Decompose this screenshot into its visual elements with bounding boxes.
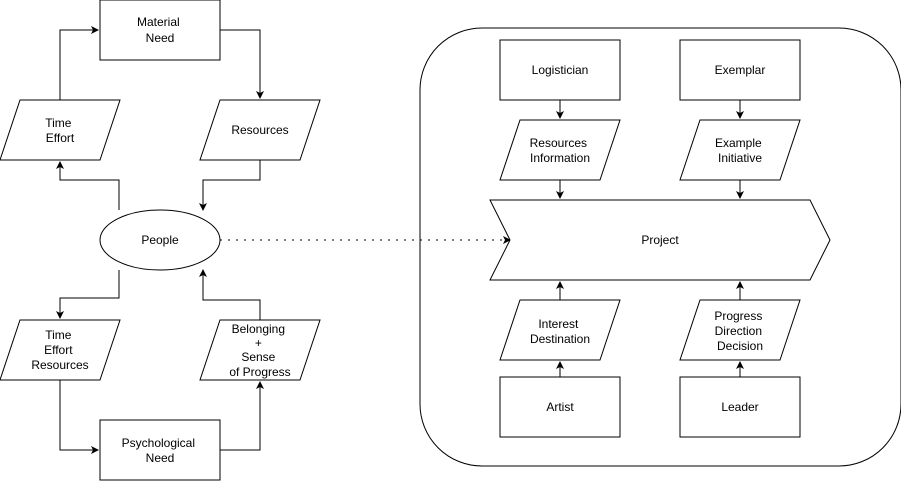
project-label: Project (641, 233, 679, 247)
edge-material-need-to-resources (220, 29, 264, 99)
time-effort-resources-line-3: Resources (31, 358, 88, 372)
psychological-need-line-2: Need (146, 451, 175, 465)
belonging-line-3: Sense (241, 350, 275, 364)
resources-information-line-1: Resources (530, 136, 587, 150)
leader-label: Leader (721, 400, 758, 414)
resources-information-node[interactable]: Resources Information (499, 119, 621, 181)
progress-direction-decision-line-3: Decision (717, 339, 763, 353)
belonging-line-1: Belonging (232, 322, 285, 336)
svg-text:Example Initiative: Example Initiative (715, 136, 765, 165)
example-initiative-line-1: Example (715, 136, 762, 150)
svg-text:Progress Direction: Progress Direction Decision (714, 309, 765, 353)
example-initiative-node[interactable]: Example Initiative (679, 119, 801, 181)
svg-text:Resources: Resources (231, 123, 288, 137)
leader-node[interactable]: Leader (679, 376, 801, 438)
psychological-need-line-1: Psychological (122, 436, 195, 450)
material-need-node[interactable]: Material Need (99, 0, 221, 61)
svg-text:Belonging + Sense: Belonging + Sense of Progress (229, 322, 290, 379)
artist-label: Artist (546, 400, 574, 414)
belonging-line-4: of Progress (229, 365, 290, 379)
exemplar-label: Exemplar (715, 63, 766, 77)
svg-text:Material Need: Material Need (137, 15, 183, 45)
psychological-need-node[interactable]: Psychological Need (99, 419, 221, 481)
svg-text:Time Effort Resour: Time Effort Resources (31, 328, 88, 372)
people-label: People (141, 233, 179, 247)
progress-direction-decision-node[interactable]: Progress Direction Decision (679, 299, 801, 361)
belonging-line-2: + (255, 336, 262, 350)
edge-time-effort-to-material-need (59, 26, 99, 100)
time-effort-resources-line-1: Time (45, 328, 72, 342)
edge-time-effort-resources-to-psychological-need (59, 380, 99, 454)
progress-direction-decision-line-1: Progress (714, 309, 762, 323)
interest-destination-line-2: Destination (530, 332, 590, 346)
time-effort-line-1: Time (45, 116, 72, 130)
material-need-line-1: Material (137, 15, 180, 29)
project-node[interactable]: Project (489, 199, 831, 281)
time-effort-resources-line-2: Effort (44, 343, 73, 357)
interest-destination-node[interactable]: Interest Destination (499, 299, 621, 361)
interest-destination-line-1: Interest (538, 317, 579, 331)
logistician-label: Logistician (532, 63, 589, 77)
resources-node[interactable]: Resources (199, 99, 321, 161)
time-effort-node[interactable]: Time Effort (0, 99, 121, 161)
exemplar-node[interactable]: Exemplar (679, 39, 801, 101)
belonging-sense-of-progress-node[interactable]: Belonging + Sense of Progress (199, 319, 321, 381)
edge-people-to-time-effort-resources (56, 270, 120, 319)
resources-line-1: Resources (231, 123, 288, 137)
example-initiative-line-2: Initiative (718, 151, 762, 165)
material-need-line-2: Need (146, 31, 175, 45)
logistician-node[interactable]: Logistician (499, 39, 621, 101)
edge-resources-to-people (199, 160, 261, 211)
svg-text:Time Effort: Time Effort (45, 116, 75, 145)
edge-psychological-need-to-belonging (220, 381, 264, 451)
edge-people-to-time-effort (56, 161, 120, 210)
time-effort-line-2: Effort (46, 131, 75, 145)
edge-belonging-to-people (199, 269, 261, 320)
svg-text:Interest Destination: Interest Destination (530, 317, 590, 346)
svg-text:Psychological Need: Psychological Need (122, 436, 199, 465)
people-node[interactable]: People (99, 209, 221, 271)
progress-direction-decision-line-2: Direction (715, 324, 762, 338)
artist-node[interactable]: Artist (499, 376, 621, 438)
resources-information-line-2: Information (530, 151, 590, 165)
svg-text:Resources Information: Resources Information (530, 136, 591, 165)
time-effort-resources-node[interactable]: Time Effort Resources (0, 319, 121, 381)
